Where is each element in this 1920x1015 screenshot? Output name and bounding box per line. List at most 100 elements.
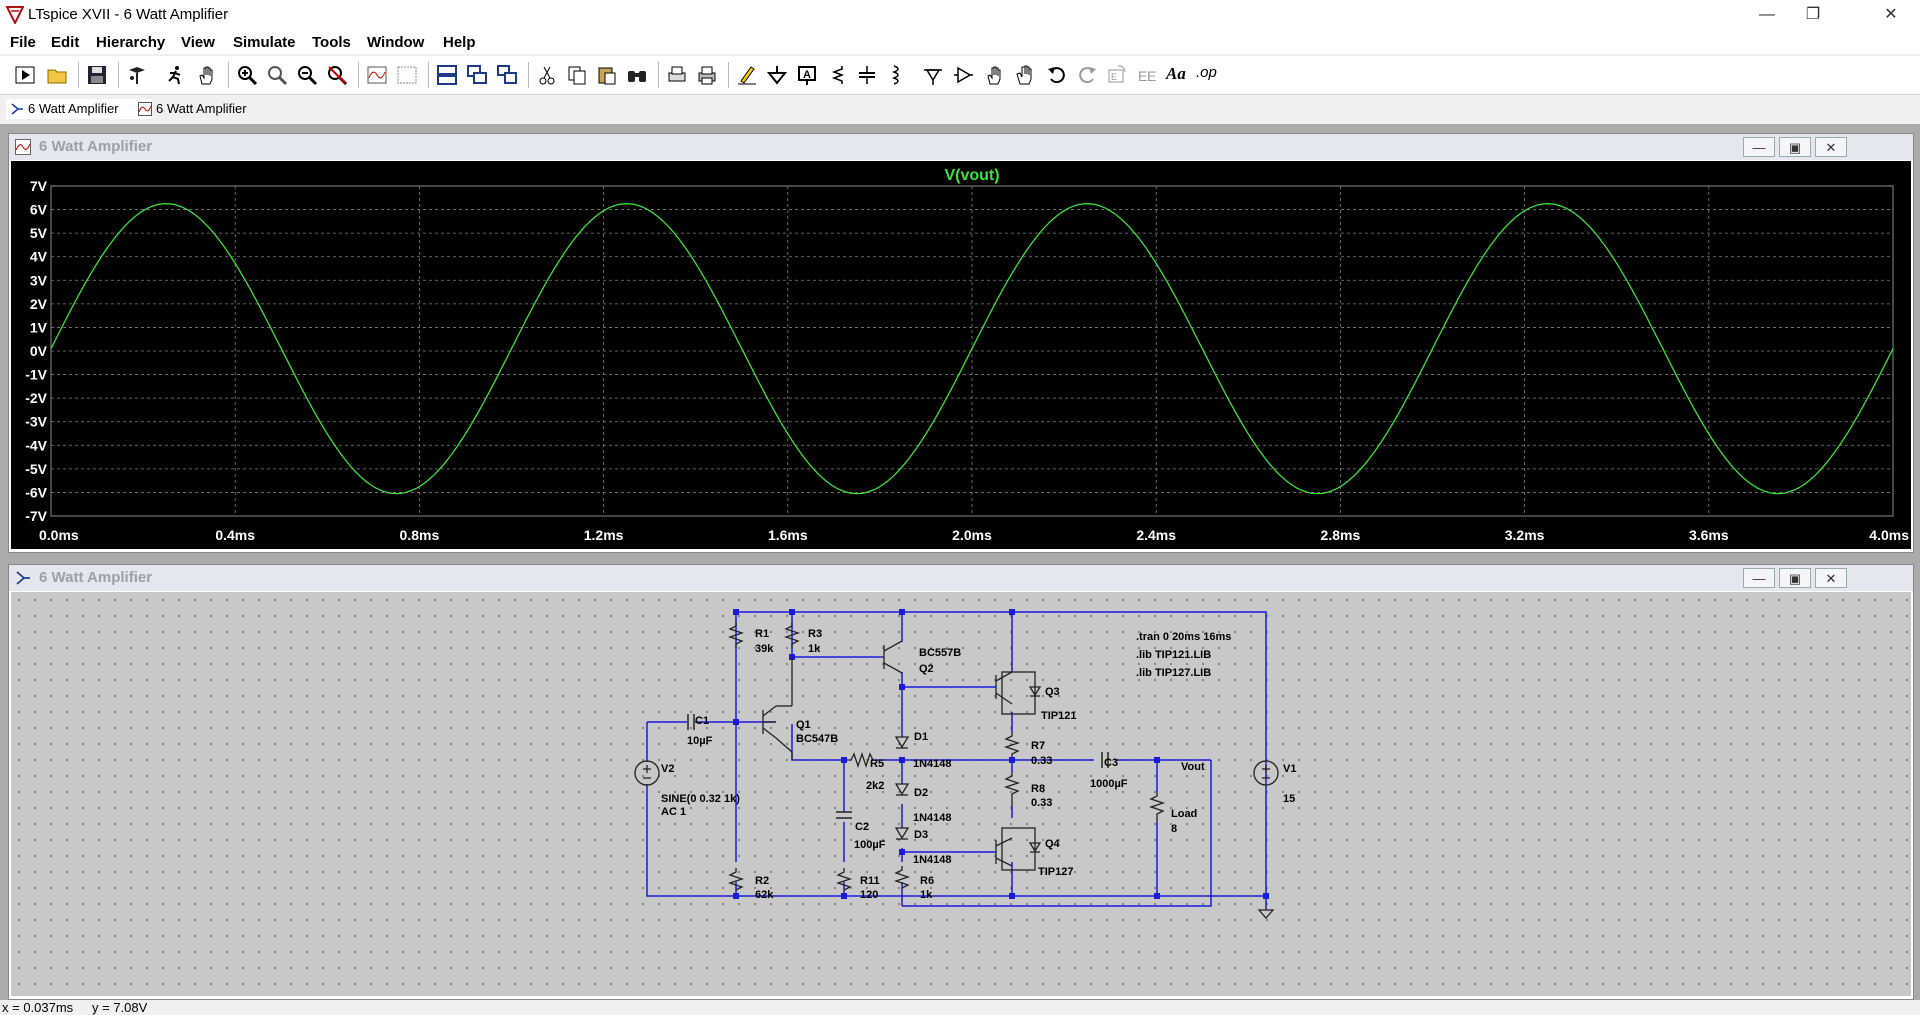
toolbar-separator	[428, 62, 429, 88]
control-panel-icon[interactable]	[126, 64, 148, 86]
zoom-cancel-icon[interactable]	[326, 64, 348, 86]
find-icon[interactable]	[626, 64, 648, 86]
x-tick-label: 0.4ms	[215, 527, 255, 543]
schematic-minimize-button[interactable]: —	[1743, 568, 1775, 588]
print-preview-icon[interactable]	[666, 64, 688, 86]
value-q2: BC557B	[919, 647, 961, 659]
menu-edit[interactable]: Edit	[51, 34, 80, 51]
run-man-icon[interactable]	[164, 64, 186, 86]
menu-window[interactable]: Window	[367, 34, 425, 51]
schematic-icon	[11, 103, 23, 115]
label-r5: R5	[870, 758, 884, 770]
zoom-out-icon[interactable]	[296, 64, 318, 86]
print-icon[interactable]	[696, 64, 718, 86]
text-icon[interactable]: Aa	[1166, 64, 1186, 83]
paste-icon[interactable]	[596, 64, 618, 86]
tab-waveform[interactable]: 6 Watt Amplifier	[134, 99, 284, 119]
tab-schematic[interactable]: 6 Watt Amplifier	[6, 99, 152, 119]
tab-label: 6 Watt Amplifier	[28, 101, 119, 116]
move-icon[interactable]	[984, 64, 1006, 86]
ground-icon[interactable]	[766, 64, 788, 86]
tile-vertical-icon[interactable]	[466, 64, 488, 86]
y-tick-label: 6V	[30, 202, 48, 218]
rotate-icon[interactable]: E	[1106, 64, 1128, 86]
undo-icon[interactable]	[1046, 64, 1068, 86]
run-icon[interactable]	[14, 64, 36, 86]
spice-directive-icon[interactable]: .op	[1196, 64, 1217, 81]
inductor-icon[interactable]	[886, 64, 908, 86]
value-r8: 0.33	[1031, 797, 1052, 809]
waveform-restore-button[interactable]: ▣	[1779, 137, 1811, 157]
spice-directive-lib-tip127[interactable]: .lib TIP127.LIB	[1136, 667, 1211, 679]
x-tick-label: 2.8ms	[1321, 527, 1361, 543]
trace-vout[interactable]	[50, 203, 1894, 495]
schematic-restore-button[interactable]: ▣	[1779, 568, 1811, 588]
zoom-rubber-icon[interactable]	[266, 64, 288, 86]
waveform-window-header[interactable]: 6 Watt Amplifier — ▣ ✕	[9, 134, 1913, 160]
y-tick-label: -5V	[25, 461, 47, 477]
menu-hierarchy[interactable]: Hierarchy	[96, 34, 166, 51]
plot-background	[11, 161, 1911, 549]
value-d3: 1N4148	[913, 854, 952, 866]
svg-text:E: E	[1147, 68, 1156, 84]
grid-icon[interactable]	[396, 64, 418, 86]
component-labels: R1 39k R3 1k BC557B Q2 Q1 BC547B C1 10µF…	[661, 628, 1296, 901]
resistor-icon[interactable]	[826, 64, 848, 86]
autoscale-icon[interactable]	[366, 64, 388, 86]
menu-file[interactable]: File	[10, 34, 36, 51]
close-button[interactable]: ✕	[1884, 6, 1898, 23]
label-d2: D2	[914, 787, 928, 799]
label-r8: R8	[1031, 783, 1045, 795]
menu-simulate[interactable]: Simulate	[233, 34, 296, 51]
component-icon[interactable]	[952, 64, 974, 86]
y-tick-label: 7V	[30, 178, 48, 194]
restore-button[interactable]: ❐	[1805, 6, 1821, 23]
capacitor-symbols	[687, 714, 1109, 819]
transistor-symbols	[762, 640, 1042, 871]
drag-icon[interactable]	[1014, 64, 1036, 86]
spice-directive-lib-tip121[interactable]: .lib TIP121.LIB	[1136, 649, 1211, 661]
menu-view[interactable]: View	[181, 34, 215, 51]
y-tick-label: -7V	[25, 508, 47, 524]
menu-help[interactable]: Help	[443, 34, 476, 51]
tile-horizontal-icon[interactable]	[436, 64, 458, 86]
wires	[646, 611, 1267, 910]
open-icon[interactable]	[46, 64, 68, 86]
y-tick-label: -6V	[25, 484, 47, 500]
trace-title[interactable]: V(vout)	[944, 167, 999, 184]
cut-icon[interactable]	[536, 64, 558, 86]
net-label-vout[interactable]: Vout	[1181, 761, 1205, 773]
toolbar-separator	[358, 62, 359, 88]
value-load: 8	[1171, 823, 1177, 835]
minimize-button[interactable]: —	[1759, 6, 1775, 23]
label-q2: Q2	[919, 663, 934, 675]
draw-wire-icon[interactable]	[736, 64, 758, 86]
schematic-window-header[interactable]: 6 Watt Amplifier — ▣ ✕	[9, 565, 1913, 591]
waveform-close-button[interactable]: ✕	[1815, 137, 1847, 157]
diode-symbols	[894, 736, 910, 840]
save-icon[interactable]	[86, 64, 108, 86]
diode-icon[interactable]	[922, 64, 944, 86]
waveform-icon	[138, 102, 152, 116]
svg-text:E: E	[1111, 72, 1117, 82]
toolbar-separator	[728, 62, 729, 88]
spice-directive-tran[interactable]: .tran 0 20ms 16ms	[1136, 631, 1231, 643]
capacitor-icon[interactable]	[856, 64, 878, 86]
zoom-in-icon[interactable]	[236, 64, 258, 86]
menu-tools[interactable]: Tools	[312, 34, 351, 51]
cascade-icon[interactable]	[496, 64, 518, 86]
pan-hand-icon[interactable]	[196, 64, 218, 86]
y-tick-label: 5V	[30, 225, 48, 241]
copy-icon[interactable]	[566, 64, 588, 86]
redo-icon[interactable]	[1076, 64, 1098, 86]
label-r11: R11	[860, 875, 880, 887]
schematic-canvas[interactable]: R1 39k R3 1k BC557B Q2 Q1 BC547B C1 10µF…	[11, 592, 1911, 996]
label-net-icon[interactable]: A	[796, 64, 818, 86]
waveform-minimize-button[interactable]: —	[1743, 137, 1775, 157]
x-tick-label: 2.4ms	[1136, 527, 1176, 543]
schematic-close-button[interactable]: ✕	[1815, 568, 1847, 588]
